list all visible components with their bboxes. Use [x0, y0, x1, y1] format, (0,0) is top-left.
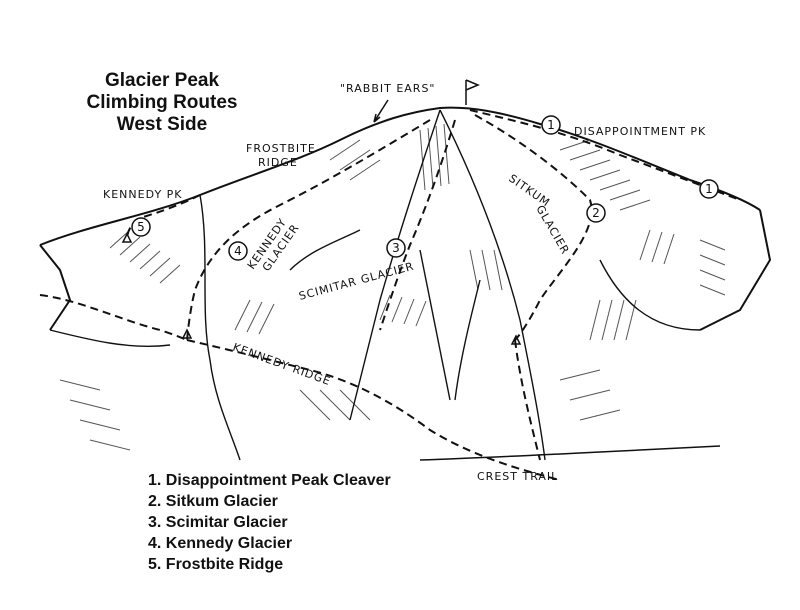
label-crest-trail: CREST TRAIL — [477, 470, 558, 483]
route-marker-circle — [228, 241, 248, 261]
label-kennedy-ridge: KENNEDY RIDGE — [231, 341, 333, 389]
route-frostbite-ridge — [126, 194, 201, 241]
route-disappointment-cleaver — [469, 109, 741, 201]
route-legend: 1. Disappointment Peak Cleaver 2. Sitkum… — [148, 470, 391, 575]
route-marker-1b: 1 — [705, 182, 713, 196]
route-marker-1a: 1 — [547, 118, 555, 132]
title-line-1: Glacier Peak — [104, 70, 220, 91]
terrain-hatching — [59, 123, 726, 451]
route-marker-5: 5 — [137, 220, 145, 234]
route-marker-circle — [699, 179, 719, 199]
label-scimitar-glacier: SCIMITAR GLACIER — [297, 260, 415, 303]
legend-item: 4. Kennedy Glacier — [148, 535, 293, 552]
route-marker-group — [131, 115, 719, 261]
trail-approach — [186, 339, 561, 481]
title-line-2: Climbing Routes — [86, 92, 238, 113]
route-marker-2: 2 — [592, 206, 600, 220]
label-kennedy-pk: KENNEDY PK — [103, 188, 183, 201]
camp-triangle-icon — [510, 334, 522, 345]
label-rabbit-ears: "RABBIT EARS" — [340, 82, 436, 95]
trail-west — [39, 294, 188, 341]
route-marker-circle — [386, 238, 406, 258]
crest-trail — [419, 445, 721, 461]
label-frostbite: FROSTBITE — [246, 142, 316, 155]
route-marker-circle — [586, 203, 606, 223]
route-kennedy-glacier — [186, 119, 431, 341]
trail-sitkum — [514, 339, 541, 461]
map-title: Glacier Peak Climbing Routes West Side — [82, 70, 242, 136]
label-ridge: RIDGE — [258, 156, 298, 169]
route-sitkum-glacier — [474, 114, 593, 341]
terrain-lines — [49, 109, 701, 461]
camp-triangle-icon — [181, 328, 193, 339]
summit-flag-icon — [465, 79, 480, 105]
title-line-3: West Side — [116, 114, 208, 135]
rabbit-ears-arrow-icon — [373, 99, 389, 123]
label-sitkum-glacier: GLACIER — [533, 203, 572, 257]
label-disappointment-pk: DISAPPOINTMENT PK — [574, 125, 706, 138]
route-scimitar-glacier — [379, 119, 456, 331]
legend-item: 1. Disappointment Peak Cleaver — [148, 472, 391, 489]
camp-triangle-icon — [121, 232, 133, 243]
camp-markers — [121, 232, 522, 345]
route-marker-circle — [131, 217, 151, 237]
legend-item: 5. Frostbite Ridge — [148, 556, 284, 573]
route-marker-4: 4 — [234, 244, 242, 258]
legend-item: 2. Sitkum Glacier — [148, 493, 278, 510]
route-marker-circle — [541, 115, 561, 135]
climbing-routes — [39, 109, 741, 481]
legend-item: 3. Scimitar Glacier — [148, 514, 288, 531]
route-marker-3: 3 — [392, 241, 400, 255]
